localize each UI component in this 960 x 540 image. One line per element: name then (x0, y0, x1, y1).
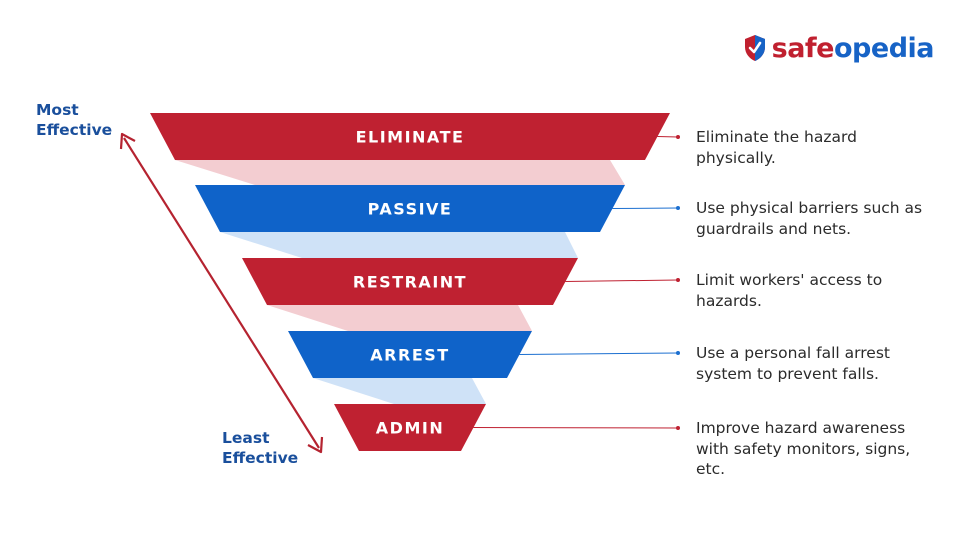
arrest-connector-dot (676, 351, 680, 355)
admin-label: ADMIN (376, 419, 444, 438)
arrow-head-up (119, 132, 136, 150)
eliminate-connector-dot (676, 135, 680, 139)
logo-wordmark-safe: safe (771, 32, 835, 64)
least-effective-line2: Effective (222, 449, 299, 467)
passive-connector (612, 207, 679, 209)
restraint-description: Limit workers' access to hazards. (696, 271, 883, 310)
funnel-levels: ELIMINATE PASSIVE RESTRAINT ARREST ADMIN (150, 113, 670, 451)
most-effective-line2: Effective (36, 121, 113, 139)
passive-label: PASSIVE (368, 200, 453, 219)
eliminate-description: Eliminate the hazard physically. (696, 128, 857, 167)
eliminate-shadow-band (175, 160, 625, 185)
most-effective-line1: Most (36, 101, 79, 119)
passive-level (195, 185, 625, 232)
logo-wordmark-opedia: opedia (834, 32, 935, 64)
admin-level (334, 404, 486, 451)
admin-description: Improve hazard awareness with safety mon… (696, 419, 911, 478)
logo-wordmark: safeopedia (771, 32, 935, 64)
arrest-shadow-band (313, 378, 486, 404)
connector-lines (473, 135, 680, 430)
restraint-connector (565, 279, 679, 282)
effectiveness-arrow (119, 132, 324, 454)
admin-connector-dot (676, 426, 680, 430)
safeopedia-logo: safeopedia (744, 28, 935, 68)
arrest-description: Use a personal fall arrest system to pre… (696, 344, 890, 383)
arrest-connector (519, 352, 679, 355)
shield-icon (744, 35, 765, 61)
arrest-level (288, 331, 532, 378)
eliminate-connector (657, 136, 679, 138)
restraint-shadow-band (267, 305, 532, 331)
restraint-level (242, 258, 578, 305)
funnel-shadow-bands (175, 160, 625, 404)
restraint-label: RESTRAINT (353, 273, 467, 292)
arrow-shaft (123, 137, 320, 449)
eliminate-label: ELIMINATE (356, 128, 465, 147)
restraint-connector-dot (676, 278, 680, 282)
least-effective-line1: Least (222, 429, 270, 447)
most-effective-label: Most Effective (36, 100, 112, 140)
admin-connector (473, 427, 679, 429)
arrow-head-down (307, 436, 324, 454)
least-effective-label: Least Effective (222, 428, 298, 468)
eliminate-level (150, 113, 670, 160)
passive-connector-dot (676, 206, 680, 210)
passive-shadow-band (220, 232, 578, 258)
passive-description: Use physical barriers such as guardrails… (696, 199, 923, 238)
arrest-label: ARREST (370, 346, 449, 365)
